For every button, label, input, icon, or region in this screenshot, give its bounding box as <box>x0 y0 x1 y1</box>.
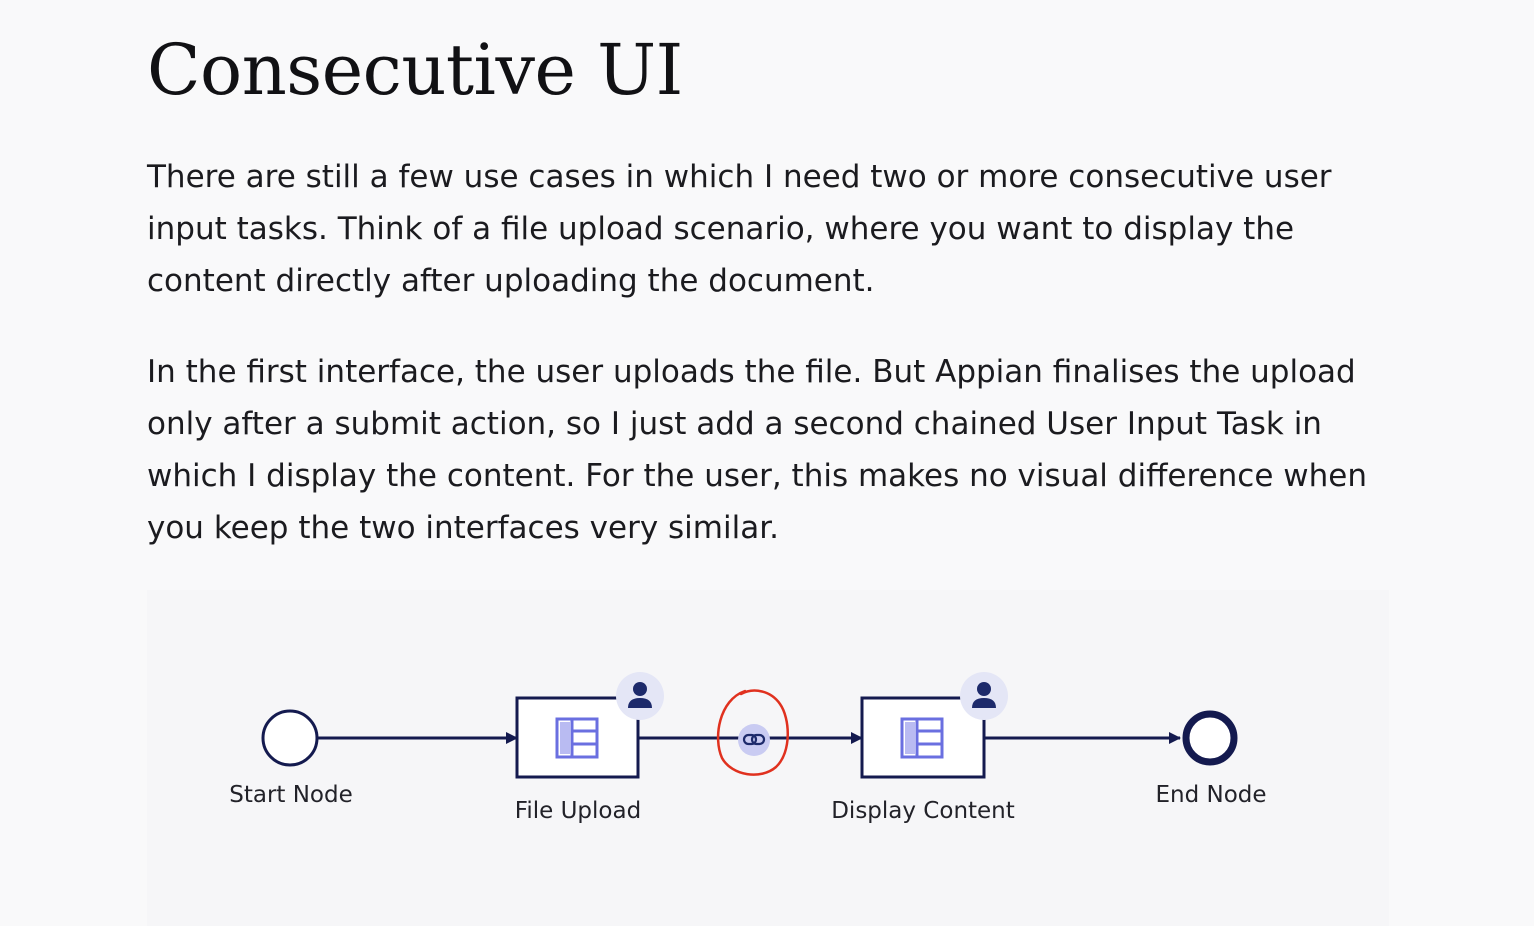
file-upload-label: File Upload <box>515 798 641 824</box>
chained-flow-indicator[interactable] <box>716 689 789 776</box>
display-content-task-box <box>860 696 986 779</box>
process-flow-svg: Start Node File Upload Display Content E… <box>229 672 1267 824</box>
process-model-diagram: Start Node File Upload Display Content E… <box>147 590 1389 926</box>
end-node[interactable] <box>1182 710 1238 766</box>
start-node-label: Start Node <box>229 782 353 808</box>
display-content-label: Display Content <box>831 798 1015 824</box>
interface-icon <box>555 717 599 759</box>
red-circle-annotation <box>716 689 789 776</box>
link-icon <box>742 733 766 746</box>
paragraph-explanation: In the first interface, the user uploads… <box>147 354 1367 546</box>
user-badge-icon <box>616 672 664 720</box>
start-event-circle <box>261 709 319 767</box>
file-upload-task-box <box>515 696 640 779</box>
file-upload-node[interactable] <box>515 672 664 779</box>
paragraph-intro: There are still a few use cases in which… <box>147 159 1332 299</box>
start-node[interactable] <box>261 709 319 767</box>
user-badge-icon <box>960 672 1008 720</box>
interface-icon <box>900 717 944 759</box>
end-event-circle <box>1182 710 1238 766</box>
link-icon-bg <box>738 724 770 756</box>
end-node-label: End Node <box>1155 782 1266 808</box>
display-content-node[interactable] <box>860 672 1008 779</box>
page-title: Consecutive UI <box>147 29 683 111</box>
